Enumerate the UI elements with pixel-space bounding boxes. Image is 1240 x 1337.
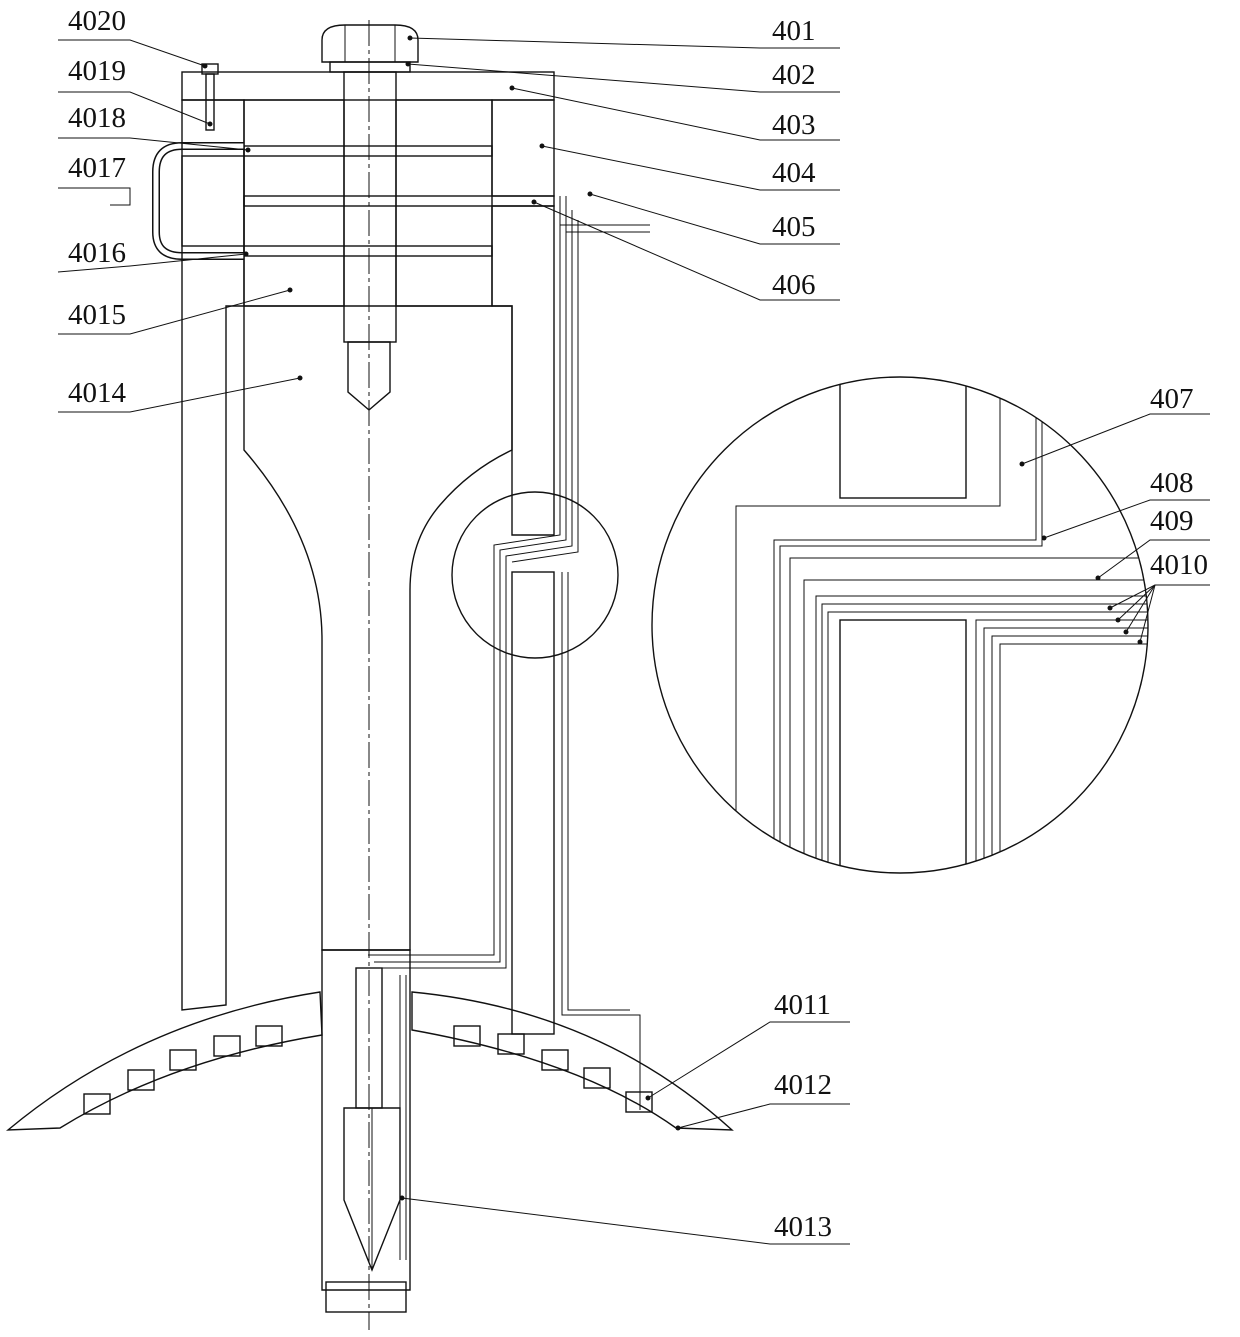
- right-upper-block: [492, 100, 554, 196]
- insulation-block: [244, 100, 554, 306]
- central-electrode: [244, 20, 512, 1330]
- label-403: 403: [772, 109, 816, 141]
- label-409: 409: [1150, 505, 1194, 537]
- label-4016: 4016: [68, 237, 126, 269]
- label-407: 407: [1150, 383, 1194, 415]
- label-405: 405: [772, 211, 816, 243]
- label-401: 401: [772, 15, 816, 47]
- label-4011: 4011: [774, 989, 831, 1021]
- label-408: 408: [1150, 467, 1194, 499]
- label-4020: 4020: [68, 5, 126, 37]
- side-clip: [156, 146, 244, 256]
- label-4019: 4019: [68, 55, 126, 87]
- lower-nozzle: [322, 950, 410, 1312]
- top-cap: [182, 72, 554, 100]
- label-406: 406: [772, 269, 816, 301]
- label-4014: 4014: [68, 377, 127, 409]
- arc-base: [8, 992, 732, 1130]
- detail-view: [652, 360, 1160, 880]
- label-4012: 4012: [774, 1069, 832, 1101]
- leader-lines: [58, 36, 1210, 1245]
- label-4010: 4010: [1150, 549, 1208, 581]
- label-4017: 4017: [68, 152, 126, 184]
- bolt-head: [322, 25, 418, 72]
- label-404: 404: [772, 157, 816, 189]
- label-4018: 4018: [68, 102, 126, 134]
- part-labels: 4020 4019 4018 4017 4016 4015 4014 401 4…: [68, 5, 1208, 1243]
- detail-marker-circle: [452, 492, 618, 658]
- outer-body: [182, 100, 554, 1034]
- small-screw: [202, 64, 218, 130]
- label-4015: 4015: [68, 299, 126, 331]
- label-4013: 4013: [774, 1211, 832, 1243]
- label-402: 402: [772, 59, 816, 91]
